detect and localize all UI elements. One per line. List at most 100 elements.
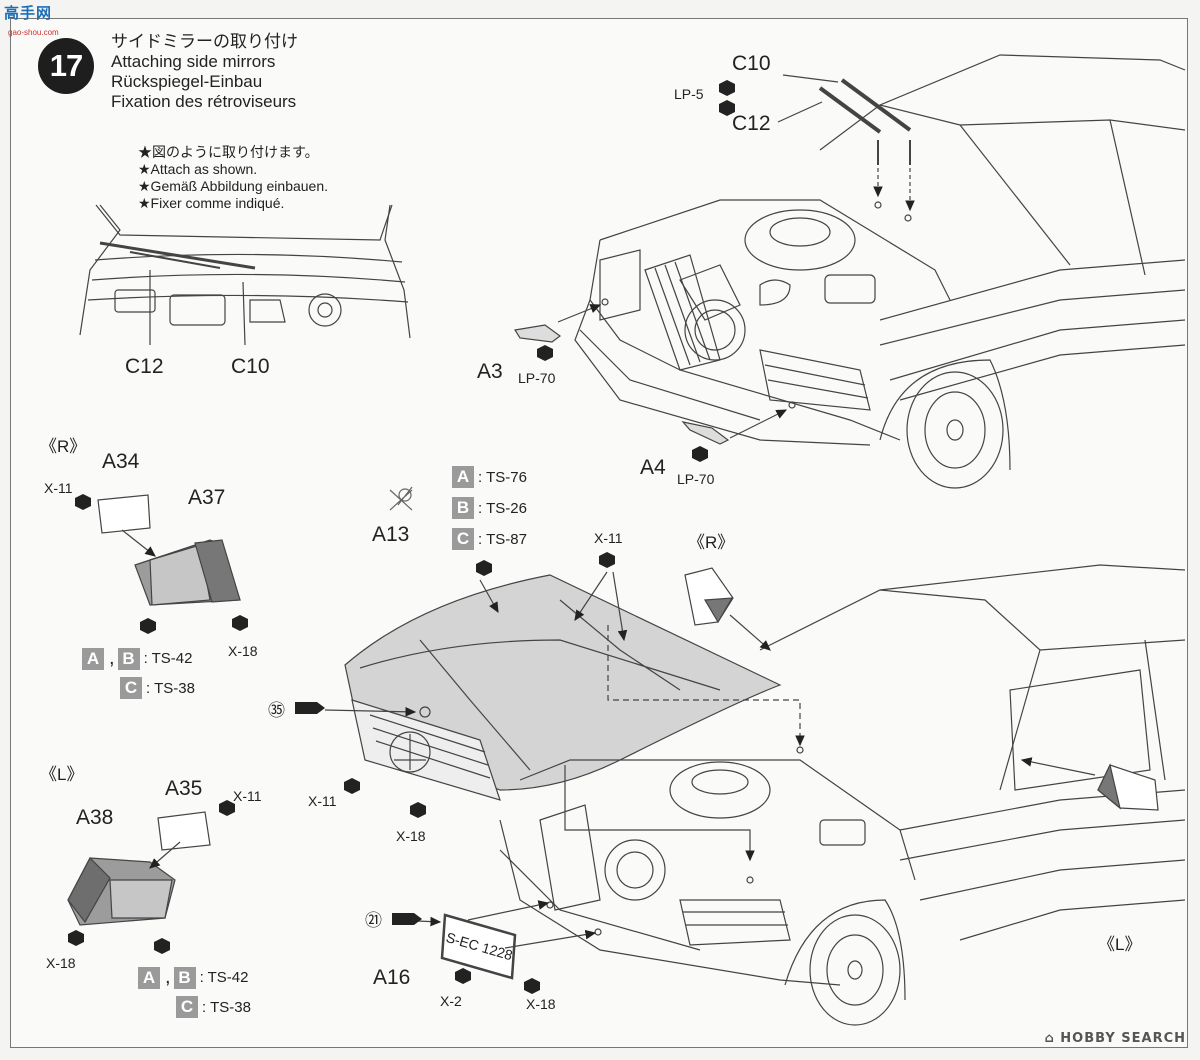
step-ref-35: ㉟	[268, 701, 285, 720]
label-x18-grille: X-18	[396, 828, 426, 844]
chip-comma: ,	[109, 647, 115, 669]
label-x11-r: X-11	[44, 480, 73, 496]
paint-code: : TS-38	[146, 679, 195, 697]
chip-b: B	[452, 497, 474, 519]
attach-notes: ★図のように取り付けます。 ★Attach as shown. ★Gemäß A…	[138, 144, 328, 212]
pointer-35	[295, 702, 325, 714]
chip-c: C	[176, 996, 198, 1018]
label-a4: A4	[640, 456, 666, 479]
fasteners	[68, 80, 735, 994]
label-a3-paint: LP-70	[518, 370, 556, 386]
label-x11-l: X-11	[233, 788, 262, 804]
chip-comma: ,	[165, 966, 171, 988]
mirror-l-parts	[67, 811, 211, 926]
hex-x18-grille	[410, 802, 426, 818]
license-plate-a16	[440, 913, 517, 980]
label-x18-l: X-18	[46, 955, 76, 971]
note-de: ★Gemäß Abbildung einbauen.	[138, 178, 329, 194]
paint-code: : TS-76	[478, 468, 527, 486]
hex-a13	[476, 560, 492, 576]
hex-a37-x	[140, 618, 156, 634]
label-a35: A35	[165, 777, 203, 800]
hex-lp70-a3	[537, 345, 553, 361]
car-mirror-r	[684, 567, 734, 626]
chip-a: A	[82, 647, 104, 670]
hood-a13	[344, 574, 782, 801]
note-en: ★Attach as shown.	[138, 161, 258, 177]
hex-x18-r	[232, 615, 248, 631]
hex-x11-l	[219, 800, 235, 816]
chip-a: A	[138, 966, 160, 989]
mirror-r-title: 《R》	[40, 437, 87, 456]
chip-c: C	[120, 677, 142, 699]
hex-lp70-a4	[692, 446, 708, 462]
label-a38: A38	[76, 806, 114, 829]
title-ja: サイドミラーの取り付け	[111, 32, 298, 51]
hex-x18-l	[68, 930, 84, 946]
hex-lp5-a	[719, 80, 735, 96]
hex-x18-plate	[524, 978, 540, 994]
label-c10-inset: C10	[231, 355, 270, 378]
label-x18-plate: X-18	[526, 996, 556, 1012]
inset-engine-bay	[79, 204, 411, 346]
pointer-21	[392, 913, 422, 925]
note-ja: ★図のように取り付けます。	[138, 144, 319, 160]
label-x11-grille: X-11	[308, 793, 337, 809]
mirror-r-paint-ab: A , B : TS-42	[82, 647, 192, 670]
hex-x11-grille	[344, 778, 360, 794]
tow-hook-a4	[681, 421, 730, 445]
site-watermark-sub: gao-shou.com	[8, 28, 59, 37]
label-c12-inset: C12	[125, 355, 164, 378]
label-a13: A13	[372, 523, 410, 546]
label-a37: A37	[188, 486, 226, 509]
label-x2: X-2	[440, 993, 462, 1009]
no-glue-icon	[389, 486, 413, 511]
chip-b: B	[117, 647, 140, 670]
step-ref-21: ㉑	[365, 911, 382, 930]
bottom-car	[499, 564, 1186, 1026]
label-a3: A3	[477, 360, 503, 383]
hex-lp5-b	[719, 100, 735, 116]
hood-paint-b: B : TS-26	[452, 497, 527, 519]
top-car	[574, 54, 1186, 489]
car-mirror-l	[1097, 763, 1159, 811]
site-watermark: 高手网	[4, 4, 53, 22]
pointer-hands	[295, 702, 422, 925]
car-label-r: 《R》	[688, 533, 735, 552]
mirror-l-title: 《L》	[40, 765, 84, 784]
hex-x2	[455, 968, 471, 984]
mirror-l-paint-c: C : TS-38	[176, 996, 251, 1018]
chip-a: A	[452, 466, 474, 488]
wiper-parts	[818, 78, 912, 165]
chip-c: C	[452, 528, 474, 550]
hood-paint-a: A : TS-76	[452, 466, 527, 488]
title-en: Attaching side mirrors	[111, 52, 276, 71]
label-c10: C10	[732, 52, 771, 75]
step-titles: サイドミラーの取り付け Attaching side mirrors Rücks…	[111, 32, 298, 112]
tow-hook-a3	[514, 324, 562, 343]
mirror-l-paint-ab: A , B : TS-42	[138, 966, 248, 989]
label-x18-r: X-18	[228, 643, 258, 659]
title-de: Rückspiegel-Einbau	[111, 72, 263, 91]
paint-code: : TS-26	[478, 499, 527, 517]
hex-l-x	[154, 938, 170, 954]
paint-code: : TS-87	[478, 530, 527, 548]
hobby-search-logo: ⌂ HOBBY SEARCH	[1044, 1031, 1186, 1046]
label-a4-paint: LP-70	[677, 471, 715, 487]
label-lp5: LP-5	[674, 86, 704, 102]
mirror-r-parts	[97, 494, 241, 606]
label-a34: A34	[102, 450, 140, 473]
paint-code: : TS-42	[143, 650, 193, 667]
label-a16: A16	[373, 966, 411, 989]
label-c12: C12	[732, 112, 771, 135]
title-fr: Fixation des rétroviseurs	[111, 92, 297, 111]
label-x11-hood: X-11	[594, 530, 623, 546]
hex-x11-r	[75, 494, 91, 510]
mirror-r-paint-c: C : TS-38	[120, 677, 195, 699]
note-fr: ★Fixer comme indiqué.	[138, 195, 285, 211]
paint-code: : TS-42	[199, 969, 249, 986]
car-label-l: 《L》	[1098, 935, 1142, 954]
hex-x11-hood	[599, 552, 615, 568]
